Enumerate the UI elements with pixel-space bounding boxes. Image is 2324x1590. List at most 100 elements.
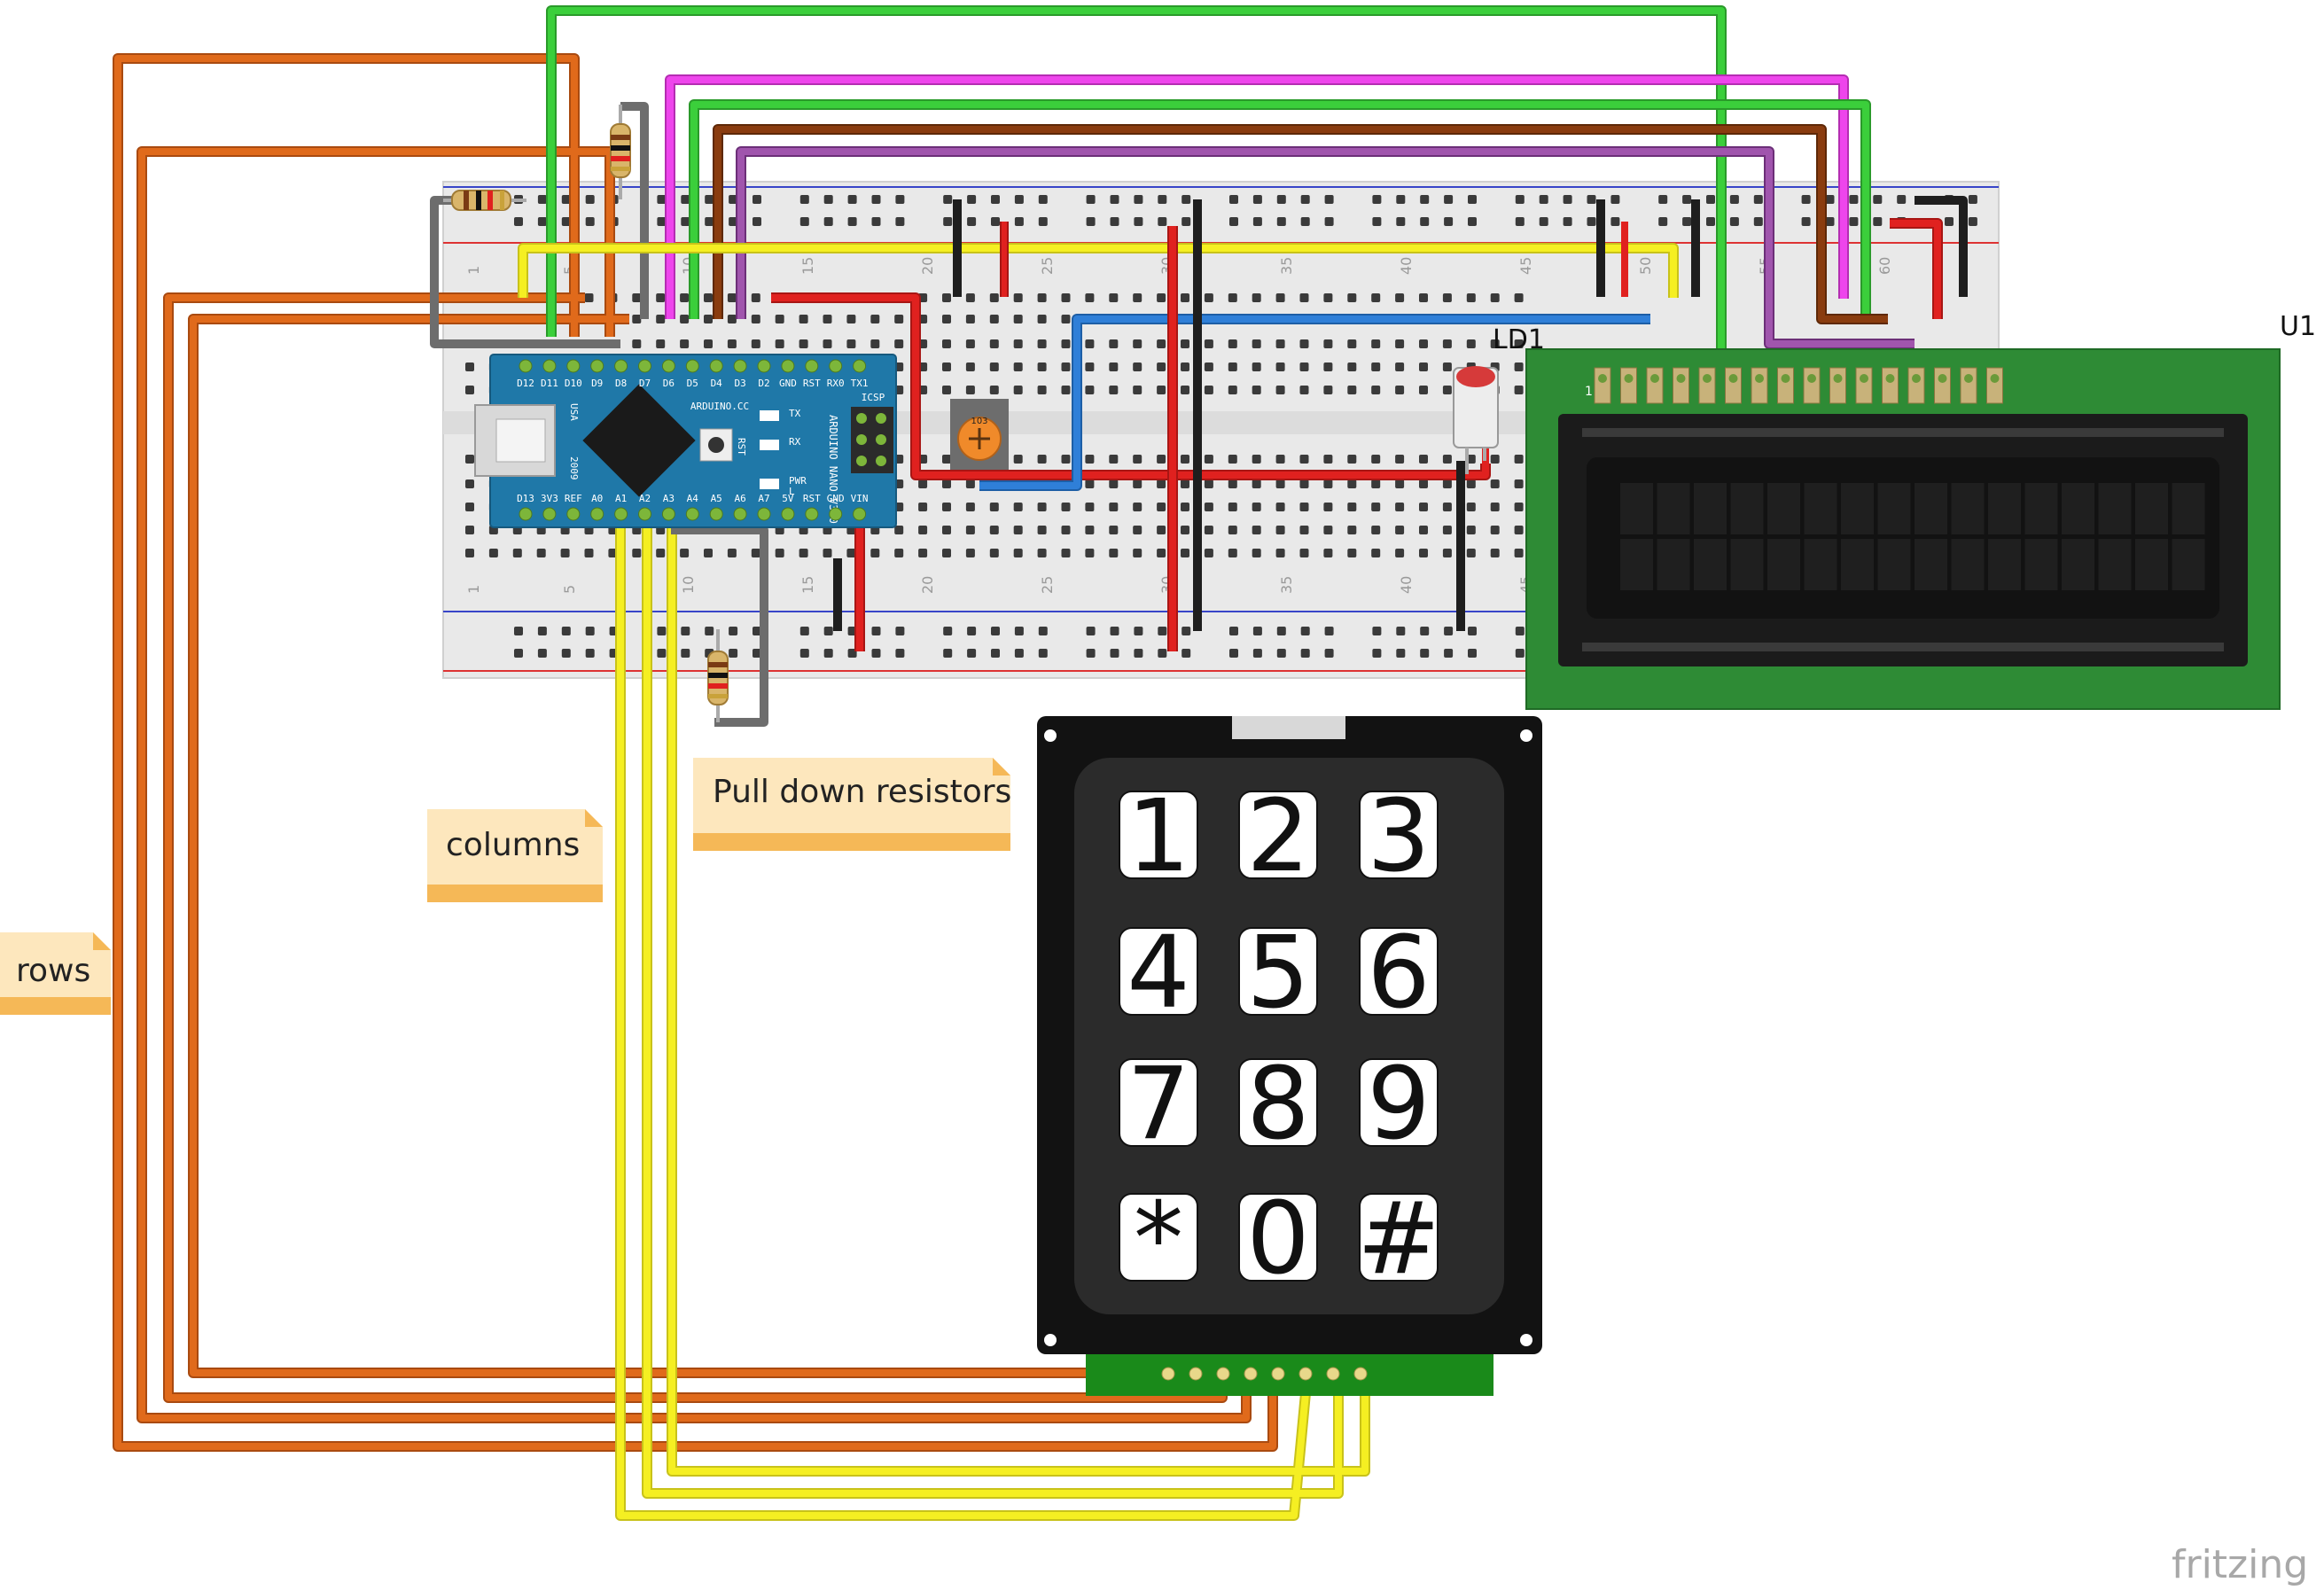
- breadboard-hole: [1133, 503, 1143, 511]
- rail-hole: [847, 217, 857, 226]
- breadboard-hole: [751, 339, 760, 348]
- keypad-key[interactable]: [1359, 791, 1439, 879]
- breadboard-hole: [918, 526, 928, 534]
- nano-led-label: TX: [789, 408, 801, 419]
- keypad-key[interactable]: [1238, 927, 1318, 1016]
- rail-hole: [1444, 195, 1454, 204]
- breadboard-hole: [1037, 549, 1047, 557]
- breadboard-hole: [1514, 503, 1524, 511]
- breadboard-hole: [1181, 503, 1189, 511]
- board-name: ARDUINO NANO V3.0: [827, 415, 839, 524]
- breadboard-hole: [584, 293, 594, 302]
- rail-hole: [1729, 195, 1739, 204]
- lcd-cell: [1951, 539, 1985, 590]
- breadboard-hole: [1109, 293, 1119, 302]
- breadboard-hole: [632, 293, 642, 302]
- rail-hole: [657, 195, 667, 204]
- keypad-key[interactable]: [1119, 791, 1198, 879]
- lcd-cell: [1657, 539, 1690, 590]
- rail-hole: [943, 649, 953, 658]
- lcd-pin: [1855, 367, 1873, 404]
- breadboard-hole: [1228, 549, 1237, 557]
- trimmer-potentiometer: 103: [950, 399, 1009, 470]
- lcd-cell: [1877, 539, 1911, 590]
- rail-hole: [1563, 217, 1572, 226]
- breadboard-hole: [1061, 386, 1071, 394]
- breadboard-hole: [1109, 339, 1119, 348]
- column-number: 10: [680, 576, 697, 594]
- lcd-cell: [1730, 539, 1764, 590]
- keypad-key[interactable]: [1119, 1193, 1198, 1282]
- lcd-pin-hole: [1728, 374, 1738, 383]
- nano-pin-label: A3: [663, 493, 675, 504]
- rail-hole: [1706, 217, 1715, 226]
- keypad-key[interactable]: [1359, 1193, 1439, 1282]
- breadboard-hole: [1181, 386, 1189, 394]
- breadboard-hole: [1466, 549, 1476, 557]
- breadboard-hole: [1085, 339, 1095, 348]
- breadboard-hole: [965, 386, 975, 394]
- rail-hole: [1038, 195, 1048, 204]
- rail-hole: [1276, 649, 1286, 658]
- rail-hole: [657, 217, 667, 226]
- breadboard-hole: [1371, 526, 1381, 534]
- breadboard-hole: [870, 549, 880, 557]
- rail-hole: [1181, 649, 1191, 658]
- breadboard-hole: [465, 455, 474, 464]
- breadboard-hole: [1466, 526, 1476, 534]
- keypad-key[interactable]: [1238, 1193, 1318, 1282]
- rail-hole: [1229, 627, 1238, 635]
- cc-label: ARDUINO.CC: [690, 401, 749, 412]
- rail-hole: [871, 627, 881, 635]
- nano-pin-label: D7: [639, 378, 651, 389]
- lcd-cell: [1620, 539, 1653, 590]
- breadboard-hole: [465, 526, 474, 534]
- breadboard-hole: [965, 526, 975, 534]
- rail-hole: [753, 649, 761, 658]
- breadboard-hole: [1442, 503, 1452, 511]
- nano-pin: [685, 507, 699, 521]
- breadboard-hole: [799, 339, 808, 348]
- keypad-key[interactable]: [1119, 927, 1198, 1016]
- breadboard-hole: [894, 339, 904, 348]
- rail-hole: [823, 627, 833, 635]
- nano-pin: [661, 359, 675, 373]
- breadboard-hole: [1204, 455, 1213, 464]
- rail-hole: [681, 627, 690, 635]
- rail-hole: [1252, 627, 1262, 635]
- keypad-key-label: 4: [1127, 916, 1189, 1031]
- rail-hole: [1134, 627, 1143, 635]
- note-pulldown-text: Pull down resistors: [713, 774, 1011, 810]
- keypad-pin: [1353, 1367, 1368, 1381]
- keypad-key[interactable]: [1359, 927, 1439, 1016]
- column-number: 35: [1278, 257, 1295, 275]
- rail-hole: [705, 627, 714, 635]
- rail-hole: [967, 217, 977, 226]
- breadboard-hole: [1347, 549, 1357, 557]
- lcd-pin-hole: [1755, 374, 1764, 383]
- keypad-key-label: *: [1134, 1181, 1183, 1297]
- breadboard-hole: [1037, 293, 1047, 302]
- breadboard-hole: [942, 362, 951, 371]
- keypad-pin: [1189, 1367, 1203, 1381]
- breadboard-hole: [1133, 362, 1143, 371]
- breadboard-hole: [1061, 339, 1071, 348]
- breadboard-hole: [1061, 455, 1071, 464]
- keypad-key[interactable]: [1119, 1058, 1198, 1147]
- rail-hole: [1110, 195, 1119, 204]
- keypad-pin: [1298, 1367, 1313, 1381]
- breadboard-hole: [799, 315, 808, 323]
- lcd-cell: [1730, 483, 1764, 534]
- keypad-key-label: 3: [1367, 779, 1430, 894]
- rail-hole: [1897, 195, 1907, 204]
- rail-hole: [847, 195, 857, 204]
- lcd-cell: [1841, 483, 1874, 534]
- rail-hole: [681, 195, 690, 204]
- nano-pins: [519, 359, 867, 521]
- rail-hole: [1014, 649, 1024, 658]
- breadboard-hole: [965, 503, 975, 511]
- keypad-key[interactable]: [1238, 791, 1318, 879]
- keypad-key[interactable]: [1238, 1058, 1318, 1147]
- keypad-key[interactable]: [1359, 1058, 1439, 1147]
- lcd-cell: [1877, 483, 1911, 534]
